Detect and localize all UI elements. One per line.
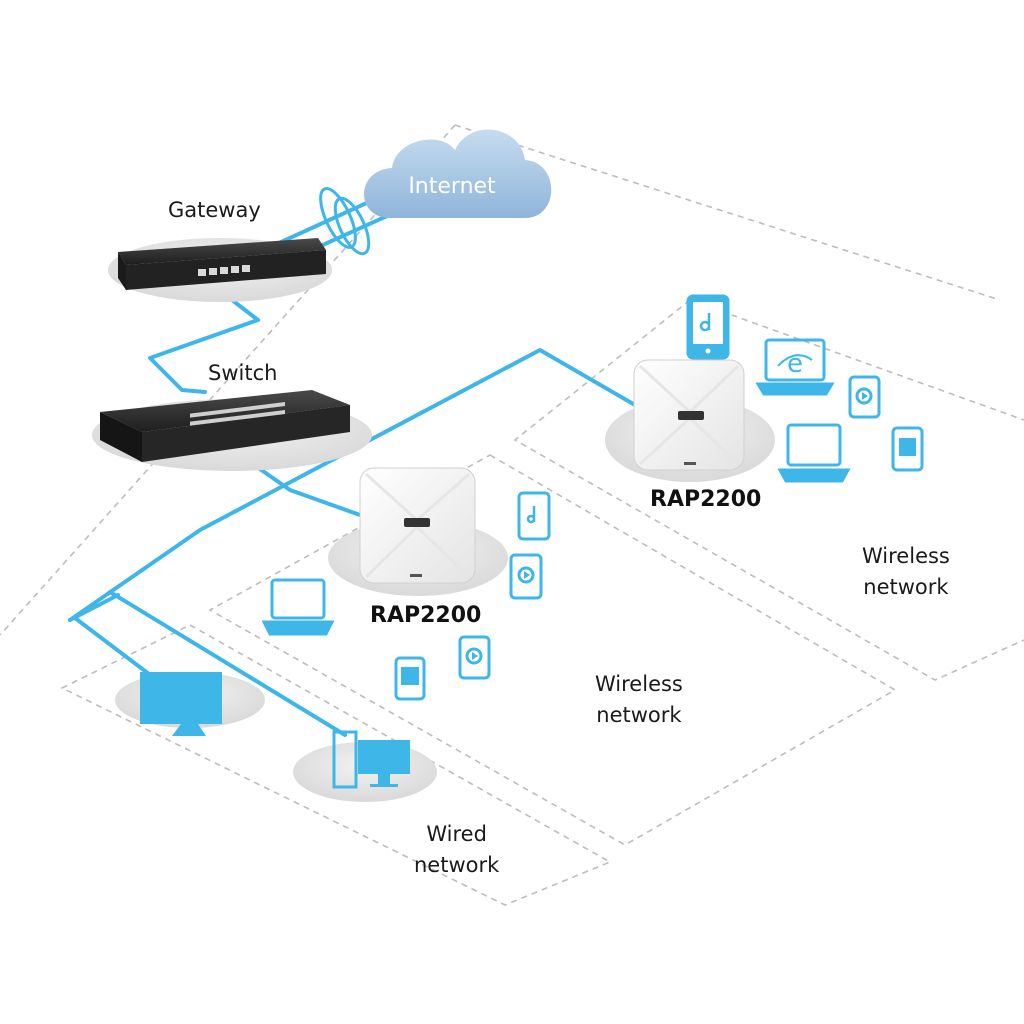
wireless-zone-2-label: Wireless network bbox=[595, 669, 683, 731]
switch-label: Switch bbox=[208, 361, 278, 385]
wireless-zone-1-icons: e bbox=[686, 294, 924, 483]
svg-text:e: e bbox=[787, 349, 803, 379]
zone-outlines bbox=[0, 124, 1024, 906]
ap2-model-label: RAP2200 bbox=[370, 603, 482, 628]
wireless-zone-2-label-line-2: network bbox=[596, 703, 682, 727]
switch-front-panel bbox=[142, 405, 350, 462]
ap1-led bbox=[684, 462, 696, 465]
phone-image-icon bbox=[394, 656, 426, 701]
switch-ports bbox=[190, 402, 285, 426]
wireless-zone-1-outline bbox=[513, 299, 1024, 681]
ap1-logo bbox=[678, 411, 704, 420]
wired-zone-label-line-1: Wired bbox=[426, 822, 487, 846]
access-point-2 bbox=[328, 467, 508, 596]
wired-zone-label: Wired network bbox=[414, 819, 499, 881]
wired-zone-label-line-2: network bbox=[414, 853, 500, 877]
phone-music-icon bbox=[517, 491, 551, 541]
wireless-zone-2-icons bbox=[261, 491, 551, 701]
gateway-label: Gateway bbox=[168, 198, 261, 222]
laptop-icon bbox=[261, 578, 335, 636]
wireless-zone-1-label-line-2: network bbox=[863, 575, 949, 599]
phone-image-icon bbox=[891, 426, 924, 472]
gateway-top-face bbox=[118, 238, 326, 265]
switch-front-face bbox=[100, 412, 142, 462]
cloud-shape bbox=[363, 129, 552, 218]
ap2-led bbox=[410, 574, 422, 577]
gateway-front-face bbox=[118, 252, 126, 290]
desktop-cable bbox=[108, 590, 347, 737]
gateway-switch-cable bbox=[148, 298, 260, 394]
laptop-icon bbox=[777, 423, 851, 483]
access-point-1 bbox=[605, 359, 775, 482]
wireless-zone-1-label-line-1: Wireless bbox=[862, 544, 950, 568]
laptop-browser-icon: e bbox=[755, 338, 835, 396]
wired-zone-icons bbox=[140, 672, 410, 789]
wireless-zone-2-outline bbox=[208, 454, 897, 846]
gateway-ports bbox=[198, 265, 250, 276]
phone-video-icon bbox=[848, 375, 881, 419]
cable-loop-2 bbox=[333, 196, 371, 256]
wired-zone-outline bbox=[60, 624, 612, 906]
ap2-logo bbox=[404, 518, 430, 527]
internet-label: Internet bbox=[408, 174, 496, 199]
cable-loops bbox=[319, 187, 371, 256]
gateway-device bbox=[108, 238, 332, 302]
phone-video-icon bbox=[509, 553, 543, 600]
phone-video-icon bbox=[458, 635, 491, 680]
wired-branch-cable bbox=[68, 593, 120, 622]
wireless-zone-2-label-line-1: Wireless bbox=[595, 672, 683, 696]
switch-device bbox=[92, 390, 372, 471]
phone-music-icon bbox=[686, 294, 730, 360]
desktop-computer-icon bbox=[332, 730, 410, 789]
internet-cloud: Internet bbox=[363, 129, 552, 218]
wireless-zone-1-label: Wireless network bbox=[862, 541, 950, 603]
ap1-model-label: RAP2200 bbox=[650, 487, 762, 512]
display-icon bbox=[140, 672, 222, 736]
